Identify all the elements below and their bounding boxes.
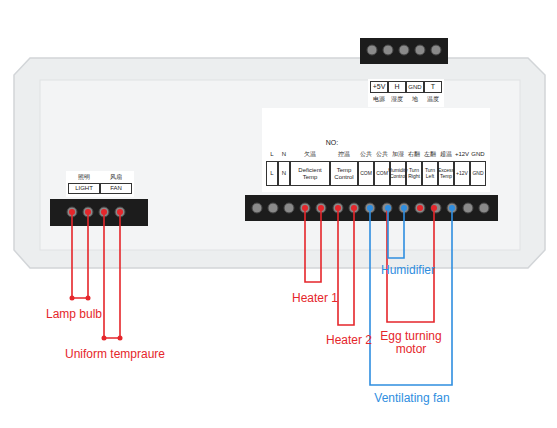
leader-lines-blue [370, 208, 452, 385]
pin-label: H [388, 81, 406, 93]
pin-label: 风扇 [100, 173, 132, 182]
callout-label: Heater 2 [314, 332, 384, 348]
callout-label: Ventilating fan [362, 390, 462, 406]
terminal-block [360, 38, 448, 64]
pin-label: Deficient Temp [290, 161, 330, 186]
pin-label: N [278, 150, 290, 159]
pin-label: 照明 [68, 173, 100, 182]
panel-face [40, 80, 520, 250]
pin-label: Turn Left [422, 161, 438, 186]
pin-label: COM [374, 161, 390, 186]
pin-label: 公共 [374, 150, 390, 159]
pin-label: 地 [406, 94, 424, 104]
terminal-block [245, 195, 498, 221]
pin-label: L [266, 161, 278, 186]
callout-label: Egg turning motor [372, 328, 450, 358]
wire-dots-blue [367, 205, 455, 211]
pin-label: 电源 [370, 94, 388, 104]
callout-label: Heater 1 [280, 290, 350, 306]
pin-label: +5V [370, 81, 388, 93]
pin-label: L [266, 150, 278, 159]
terminal-block [50, 199, 148, 226]
callout-label: Uniform tempraure [50, 346, 180, 362]
pin-label: 控温 [330, 150, 358, 159]
callout-label: Lamp bulb [34, 306, 114, 322]
leader-lines-red [72, 208, 434, 338]
pin-label: 右翻 [406, 150, 422, 159]
pin-label: GND [470, 150, 486, 159]
pin-label: COM [358, 161, 374, 186]
pin-label: Humidity Control [390, 161, 406, 186]
pin-label: 公共 [358, 150, 374, 159]
pin-label: 欠温 [292, 150, 328, 159]
serial-label: NO: [322, 137, 342, 149]
controller-panel [14, 58, 545, 268]
pin-label: 超温 [438, 150, 454, 159]
pin-label: 加湿 [390, 150, 406, 159]
pin-label: +12V [454, 150, 470, 159]
pin-label: Temp Control [330, 161, 358, 186]
pin-label: 左翻 [422, 150, 438, 159]
pin-label: T [424, 81, 442, 93]
pin-label: Excess Temp [438, 161, 454, 186]
pin-label: 温度 [424, 94, 442, 104]
label-sticker [66, 171, 134, 197]
pin-label: N [278, 161, 290, 186]
pin-label: LIGHT [68, 183, 100, 194]
pin-label: +12V [454, 161, 470, 186]
pin-label: Turn Right [406, 161, 422, 186]
terminal-screws [67, 207, 125, 217]
pin-label: FAN [100, 183, 132, 194]
pin-label: GND [470, 161, 486, 186]
callout-label: Humidifier [370, 262, 446, 278]
pin-label: GND [406, 81, 424, 93]
pin-label: 湿度 [388, 94, 406, 104]
label-sticker [368, 79, 444, 107]
terminal-screws [367, 45, 441, 55]
label-sticker [262, 108, 490, 192]
